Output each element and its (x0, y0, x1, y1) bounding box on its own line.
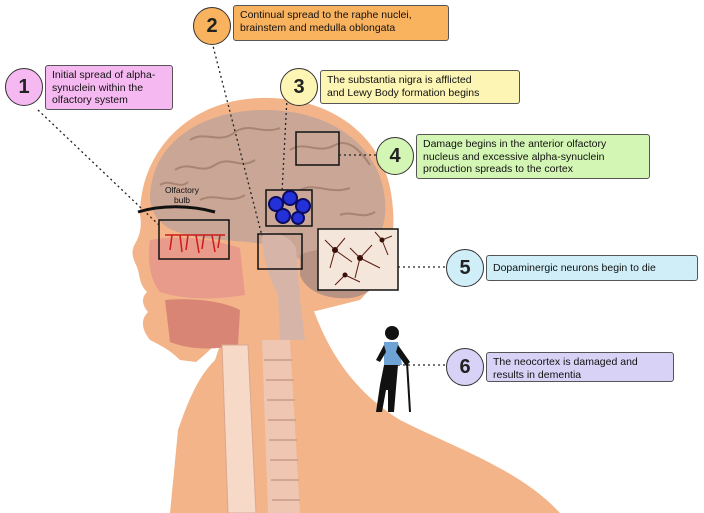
step-1-callout: Initial spread of alpha- synuclein withi… (45, 65, 173, 110)
brain-folds (159, 127, 376, 217)
step-4-callout: Damage begins in the anterior olfactory … (416, 134, 650, 179)
spine (262, 340, 300, 513)
spine-segments (264, 359, 300, 501)
elderly-figure-silhouette (376, 326, 411, 413)
oral-cavity (165, 299, 240, 349)
olfactory-box (158, 219, 230, 260)
step-3-callout: The substantia nigra is afflicted and Le… (320, 70, 520, 104)
step-5-callout: Dopaminergic neurons begin to die (486, 255, 698, 281)
step-3-number: 3 (293, 75, 305, 98)
trachea (221, 344, 257, 513)
leader-lines (37, 41, 446, 366)
step-1-badge: 1 (5, 68, 43, 106)
olfactory-nucleus-box (295, 131, 340, 166)
step-5-number: 5 (459, 256, 471, 279)
neuron-bodies (332, 237, 385, 278)
step-2-callout: Continual spread to the raphe nuclei, br… (233, 5, 449, 41)
step-2-number: 2 (206, 14, 218, 37)
step-6-badge: 6 (446, 348, 484, 386)
step-1-number: 1 (18, 75, 30, 98)
step-3-badge: 3 (280, 68, 318, 106)
brainstem (262, 232, 305, 340)
olfactory-neurons (165, 234, 225, 254)
step-4-number: 4 (389, 144, 401, 167)
olfactory-bulb-label: Olfactory bulb (164, 185, 199, 205)
step-6-callout: The neocortex is damaged and results in … (486, 352, 674, 382)
lewy-bodies (268, 190, 311, 225)
raphe-box (257, 233, 303, 270)
step-6-number: 6 (459, 355, 471, 378)
substantia-nigra-box (265, 189, 313, 227)
step-4-badge: 4 (376, 137, 414, 175)
nasal-cavity (148, 237, 245, 299)
step-5-badge: 5 (446, 249, 484, 287)
step-2-badge: 2 (193, 7, 231, 45)
